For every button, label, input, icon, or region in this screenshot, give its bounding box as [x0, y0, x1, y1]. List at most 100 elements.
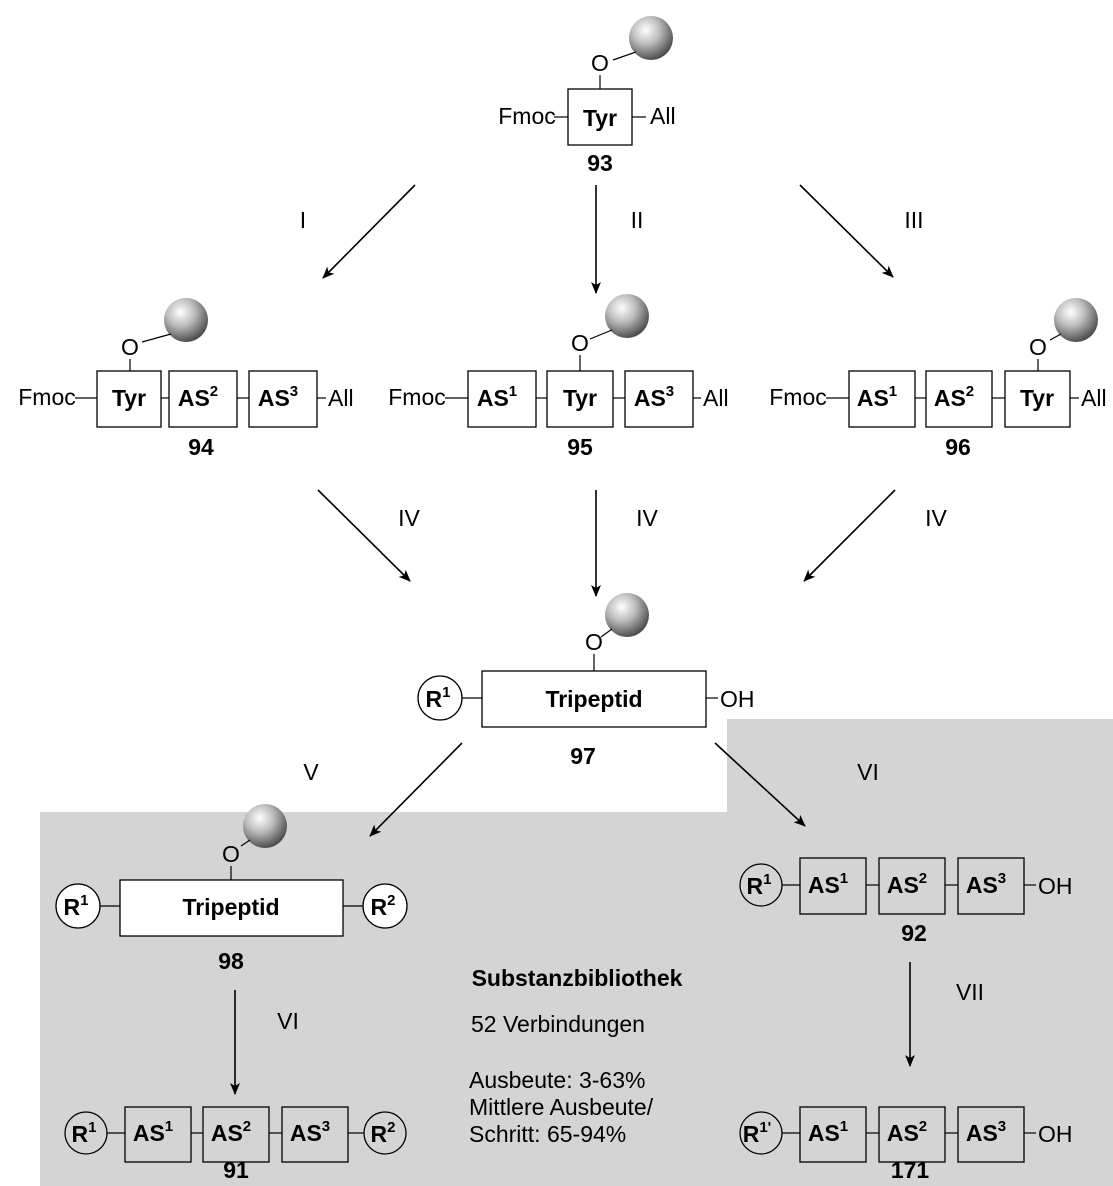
compound-171: R1' AS1 AS2 AS3 OH 171	[739, 1106, 1073, 1183]
r1-label: R1	[747, 871, 772, 899]
oxygen-label: O	[1029, 334, 1047, 360]
library-title: Substanzbibliothek	[472, 965, 683, 991]
library-yield: Ausbeute: 3-63%	[469, 1067, 645, 1093]
hydroxyl-label: OH	[720, 686, 755, 712]
compound-93: O Fmoc Tyr All 93	[498, 16, 676, 176]
step-label-IV: IV	[925, 505, 947, 531]
allyl-label: All	[703, 385, 729, 411]
resin-bead-icon	[1054, 298, 1098, 342]
compound-number: 93	[587, 150, 613, 176]
step-label-V: V	[303, 759, 319, 785]
as2-label: AS2	[934, 383, 974, 411]
step-label-VI: VI	[857, 759, 879, 785]
compound-91: R1 AS1 AS2 AS3 R2 91	[64, 1106, 407, 1183]
step-label-VI: VI	[277, 1008, 299, 1034]
as2-label: AS2	[211, 1118, 251, 1146]
step-label-III: III	[904, 207, 923, 233]
tripeptid-box	[119, 879, 344, 937]
step-label-II: II	[631, 207, 644, 233]
library-average-yield-step: Schritt: 65-94%	[469, 1121, 626, 1147]
fmoc-label: Fmoc	[18, 384, 76, 410]
tyr-box	[546, 370, 614, 428]
tyr-label: Tyr	[1020, 385, 1054, 411]
as3-box	[957, 1106, 1025, 1163]
as2-label: AS2	[178, 383, 218, 411]
r1-label: R1	[72, 1119, 97, 1147]
r1-label: R1	[426, 684, 451, 712]
arrow-step-IV-left	[317, 489, 411, 582]
r2-circle	[362, 883, 408, 929]
compound-92: R1 AS1 AS2 AS3 OH 92	[739, 857, 1073, 946]
allyl-label: All	[1081, 385, 1107, 411]
compound-number: 171	[891, 1157, 930, 1183]
as2-box	[878, 857, 946, 915]
as3-label: AS3	[290, 1118, 330, 1146]
as1-label: AS1	[808, 870, 848, 898]
as2-label: AS2	[887, 1118, 927, 1146]
tyr-label: Tyr	[583, 105, 617, 131]
as3-label: AS3	[258, 383, 298, 411]
as3-box	[624, 370, 694, 428]
oxygen-label: O	[222, 841, 240, 867]
compound-94: O Fmoc Tyr AS2 AS3 All 94	[18, 298, 354, 460]
oxygen-label: O	[571, 330, 589, 356]
resin-bead-icon	[605, 294, 649, 338]
as3-label: AS3	[634, 383, 674, 411]
step-label-IV: IV	[398, 505, 420, 531]
oxygen-label: O	[121, 334, 139, 360]
compound-number: 97	[570, 743, 596, 769]
r2-label: R2	[371, 1119, 396, 1147]
library-background	[40, 719, 1113, 1186]
as2-box	[925, 370, 993, 428]
allyl-label: All	[650, 103, 676, 129]
r1-prime-label: R1'	[743, 1119, 772, 1147]
hydroxyl-label: OH	[1038, 873, 1073, 899]
arrow-step-VI-right	[714, 742, 806, 827]
oxygen-label: O	[591, 50, 609, 76]
as3-label: AS3	[966, 870, 1006, 898]
as1-box	[848, 370, 916, 428]
resin-bead-icon	[243, 804, 287, 848]
arrow-step-I	[322, 184, 416, 279]
compound-96: O Fmoc AS1 AS2 Tyr All 96	[769, 298, 1107, 460]
tyr-label: Tyr	[563, 385, 597, 411]
fmoc-label: Fmoc	[498, 103, 556, 129]
tyr-box	[567, 88, 633, 146]
compound-95: O Fmoc AS1 Tyr AS3 All 95	[388, 294, 729, 460]
tyr-box	[96, 370, 162, 428]
step-label-I: I	[300, 207, 306, 233]
as3-box	[248, 370, 318, 428]
as1-box	[799, 857, 867, 915]
as2-box	[202, 1106, 270, 1163]
tripeptid-label: Tripeptid	[545, 686, 642, 712]
arrow-step-IV-right	[803, 489, 896, 582]
step-label-IV: IV	[636, 505, 658, 531]
compound-number: 91	[223, 1157, 249, 1183]
resin-bead-icon	[629, 16, 673, 60]
tripeptid-label: Tripeptid	[182, 894, 279, 920]
r1-label: R1	[64, 892, 89, 920]
as1-label: AS1	[857, 383, 897, 411]
as3-box	[957, 857, 1025, 915]
as1-label: AS1	[133, 1118, 173, 1146]
as1-label: AS1	[808, 1118, 848, 1146]
as3-label: AS3	[966, 1118, 1006, 1146]
library-count: 52 Verbindungen	[471, 1011, 645, 1037]
fmoc-label: Fmoc	[769, 384, 827, 410]
hydroxyl-label: OH	[1038, 1121, 1073, 1147]
arrow-step-V	[369, 742, 463, 837]
as1-label: AS1	[477, 383, 517, 411]
fmoc-label: Fmoc	[388, 384, 446, 410]
compound-number: 96	[945, 434, 971, 460]
library-info: Substanzbibliothek 52 Verbindungen Ausbe…	[469, 965, 683, 1147]
allyl-label: All	[328, 385, 354, 411]
as1-box	[799, 1106, 867, 1163]
library-average-yield: Mittlere Ausbeute/	[469, 1094, 654, 1120]
tripeptid-box	[481, 670, 707, 728]
as2-box	[878, 1106, 946, 1163]
arrow-step-III	[799, 184, 894, 278]
compound-number: 94	[188, 434, 214, 460]
compound-number: 95	[567, 434, 593, 460]
as2-label: AS2	[887, 870, 927, 898]
